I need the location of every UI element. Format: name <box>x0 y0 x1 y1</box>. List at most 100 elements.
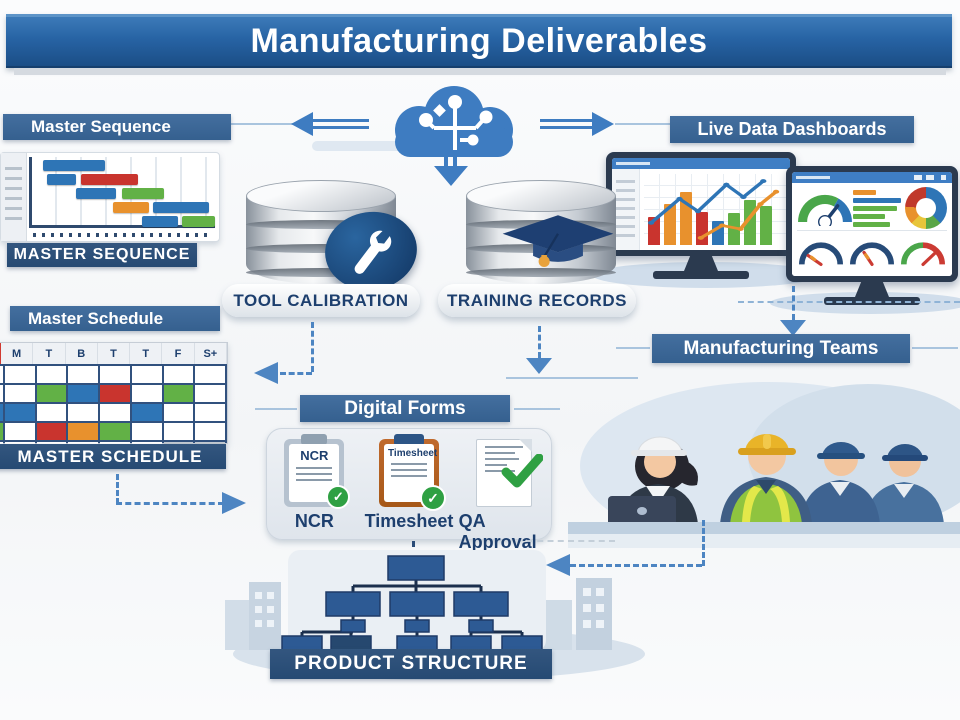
calendar-cell <box>36 423 67 440</box>
monitor-screen <box>612 158 790 250</box>
kpi-dashboard <box>792 183 952 276</box>
dashed-connector <box>738 301 960 303</box>
gauge-small-icon <box>850 242 894 266</box>
check-icon: ✓ <box>326 485 351 509</box>
dashed-connector <box>792 286 795 320</box>
monitor-frame <box>606 152 796 256</box>
check-icon: ✓ <box>419 485 446 511</box>
dashed-arrow-down-icon <box>526 358 552 374</box>
gantt-bar <box>75 188 117 199</box>
product-structure-footer-banner: PRODUCT STRUCTURE <box>270 649 552 679</box>
dashed-connector <box>116 474 119 504</box>
qa-document-icon <box>475 439 543 507</box>
cloud-network-icon <box>395 86 513 157</box>
calendar-day-header: T <box>130 343 163 364</box>
form-ncr: NCR ✓ NCR <box>269 434 359 532</box>
master-sequence-header-banner: Master Sequence <box>3 114 231 140</box>
timesheet-clipboard-icon: Timesheet ✓ <box>378 434 446 511</box>
city-skyline-left <box>225 582 281 650</box>
page-title: Manufacturing Deliverables <box>250 22 708 60</box>
gantt-axis-ticks <box>33 233 213 237</box>
calendar-cell <box>100 366 130 383</box>
manufacturing-teams-illustration <box>568 364 960 548</box>
connector-line <box>912 347 958 349</box>
ncr-doc-title: NCR <box>300 448 329 463</box>
gantt-chart-card <box>0 152 220 242</box>
calendar-cell <box>131 404 162 421</box>
dashed-connector <box>280 372 312 375</box>
form-qa-approval: QA Approval <box>459 439 549 553</box>
calendar-cell <box>36 366 67 383</box>
calendar-day-header: M <box>1 343 34 364</box>
master-schedule-footer-banner: MASTER SCHEDULE <box>0 444 226 469</box>
dashed-connector <box>538 326 541 358</box>
calendar-cell <box>163 423 194 440</box>
calendar-day-header: F <box>162 343 195 364</box>
hbar <box>853 205 898 211</box>
tool-calibration-label: TOOL CALIBRATION <box>233 290 409 310</box>
timesheet-label: Timesheet <box>364 511 454 531</box>
qa-approval-label: QA Approval <box>458 511 537 552</box>
master-sequence-footer: MASTER SEQUENCE <box>13 246 191 263</box>
manufacturing-teams-header: Manufacturing Teams <box>683 337 879 359</box>
gantt-bar <box>141 216 179 227</box>
gauge-small-icon <box>799 242 843 266</box>
hbar <box>853 213 886 219</box>
donut-chart-icon <box>905 187 947 229</box>
dashboard-monitor-2 <box>786 166 958 308</box>
arrow-line <box>540 126 592 129</box>
gantt-task-list <box>1 153 27 241</box>
arrow-line <box>540 119 592 122</box>
timesheet-doc-title: Timesheet <box>387 448 438 459</box>
calendar-cell <box>68 385 99 402</box>
chart-bar <box>760 205 772 245</box>
connector-line <box>514 408 560 410</box>
training-records-platform: TRAINING RECORDS <box>438 284 636 317</box>
digital-forms-header: Digital Forms <box>344 397 466 419</box>
master-schedule-header: Master Schedule <box>28 308 164 328</box>
arrow-cloud-to-right-icon <box>592 112 614 136</box>
calendar-day-header: S+ <box>195 343 227 364</box>
arrow-line <box>444 150 448 167</box>
dashed-connector <box>570 564 702 567</box>
monitor-stand <box>606 256 796 279</box>
monitor-sidebar <box>612 169 640 250</box>
hbar-list <box>853 189 905 227</box>
gantt-bar <box>46 174 76 185</box>
master-sequence-header: Master Sequence <box>31 117 171 136</box>
digital-forms-panel: NCR ✓ NCR Timesheet ✓ Timesheet <box>266 428 552 552</box>
master-sequence-footer-banner: MASTER SEQUENCE <box>7 243 197 267</box>
calendar-cell <box>36 404 67 421</box>
calendar-cell <box>100 385 130 402</box>
calendar-cell <box>100 423 130 440</box>
gantt-bar <box>152 202 210 213</box>
gantt-bar <box>81 174 139 185</box>
calendar-cell <box>163 404 194 421</box>
graduation-cap-icon <box>502 215 614 267</box>
gauge-large-icon <box>798 194 852 226</box>
arrow-line <box>453 150 457 167</box>
arrow-cloud-to-left-icon <box>291 112 313 136</box>
master-schedule-footer: MASTER SCHEDULE <box>17 446 203 466</box>
connector-line <box>255 408 297 410</box>
bar-line-chart <box>644 174 786 245</box>
gantt-plot-area <box>29 157 215 228</box>
calendar-cell <box>5 423 35 440</box>
product-structure-tree <box>281 555 543 655</box>
calendar-cell <box>5 404 35 421</box>
dashed-arrow-right-icon <box>222 492 246 514</box>
arrow-line <box>313 119 369 122</box>
calendar-cell <box>0 423 3 440</box>
workers-illustration <box>568 382 960 548</box>
dashed-arrow-left-icon <box>546 554 570 576</box>
monitor-frame <box>786 166 958 282</box>
calendar-cell <box>68 366 99 383</box>
dashed-arrow-left-icon <box>254 362 278 384</box>
calendar-cell <box>68 404 99 421</box>
calendar-cell <box>36 385 67 402</box>
calendar-cell <box>195 366 225 383</box>
hbar <box>853 197 901 203</box>
dashboard-monitor-1 <box>606 152 796 282</box>
